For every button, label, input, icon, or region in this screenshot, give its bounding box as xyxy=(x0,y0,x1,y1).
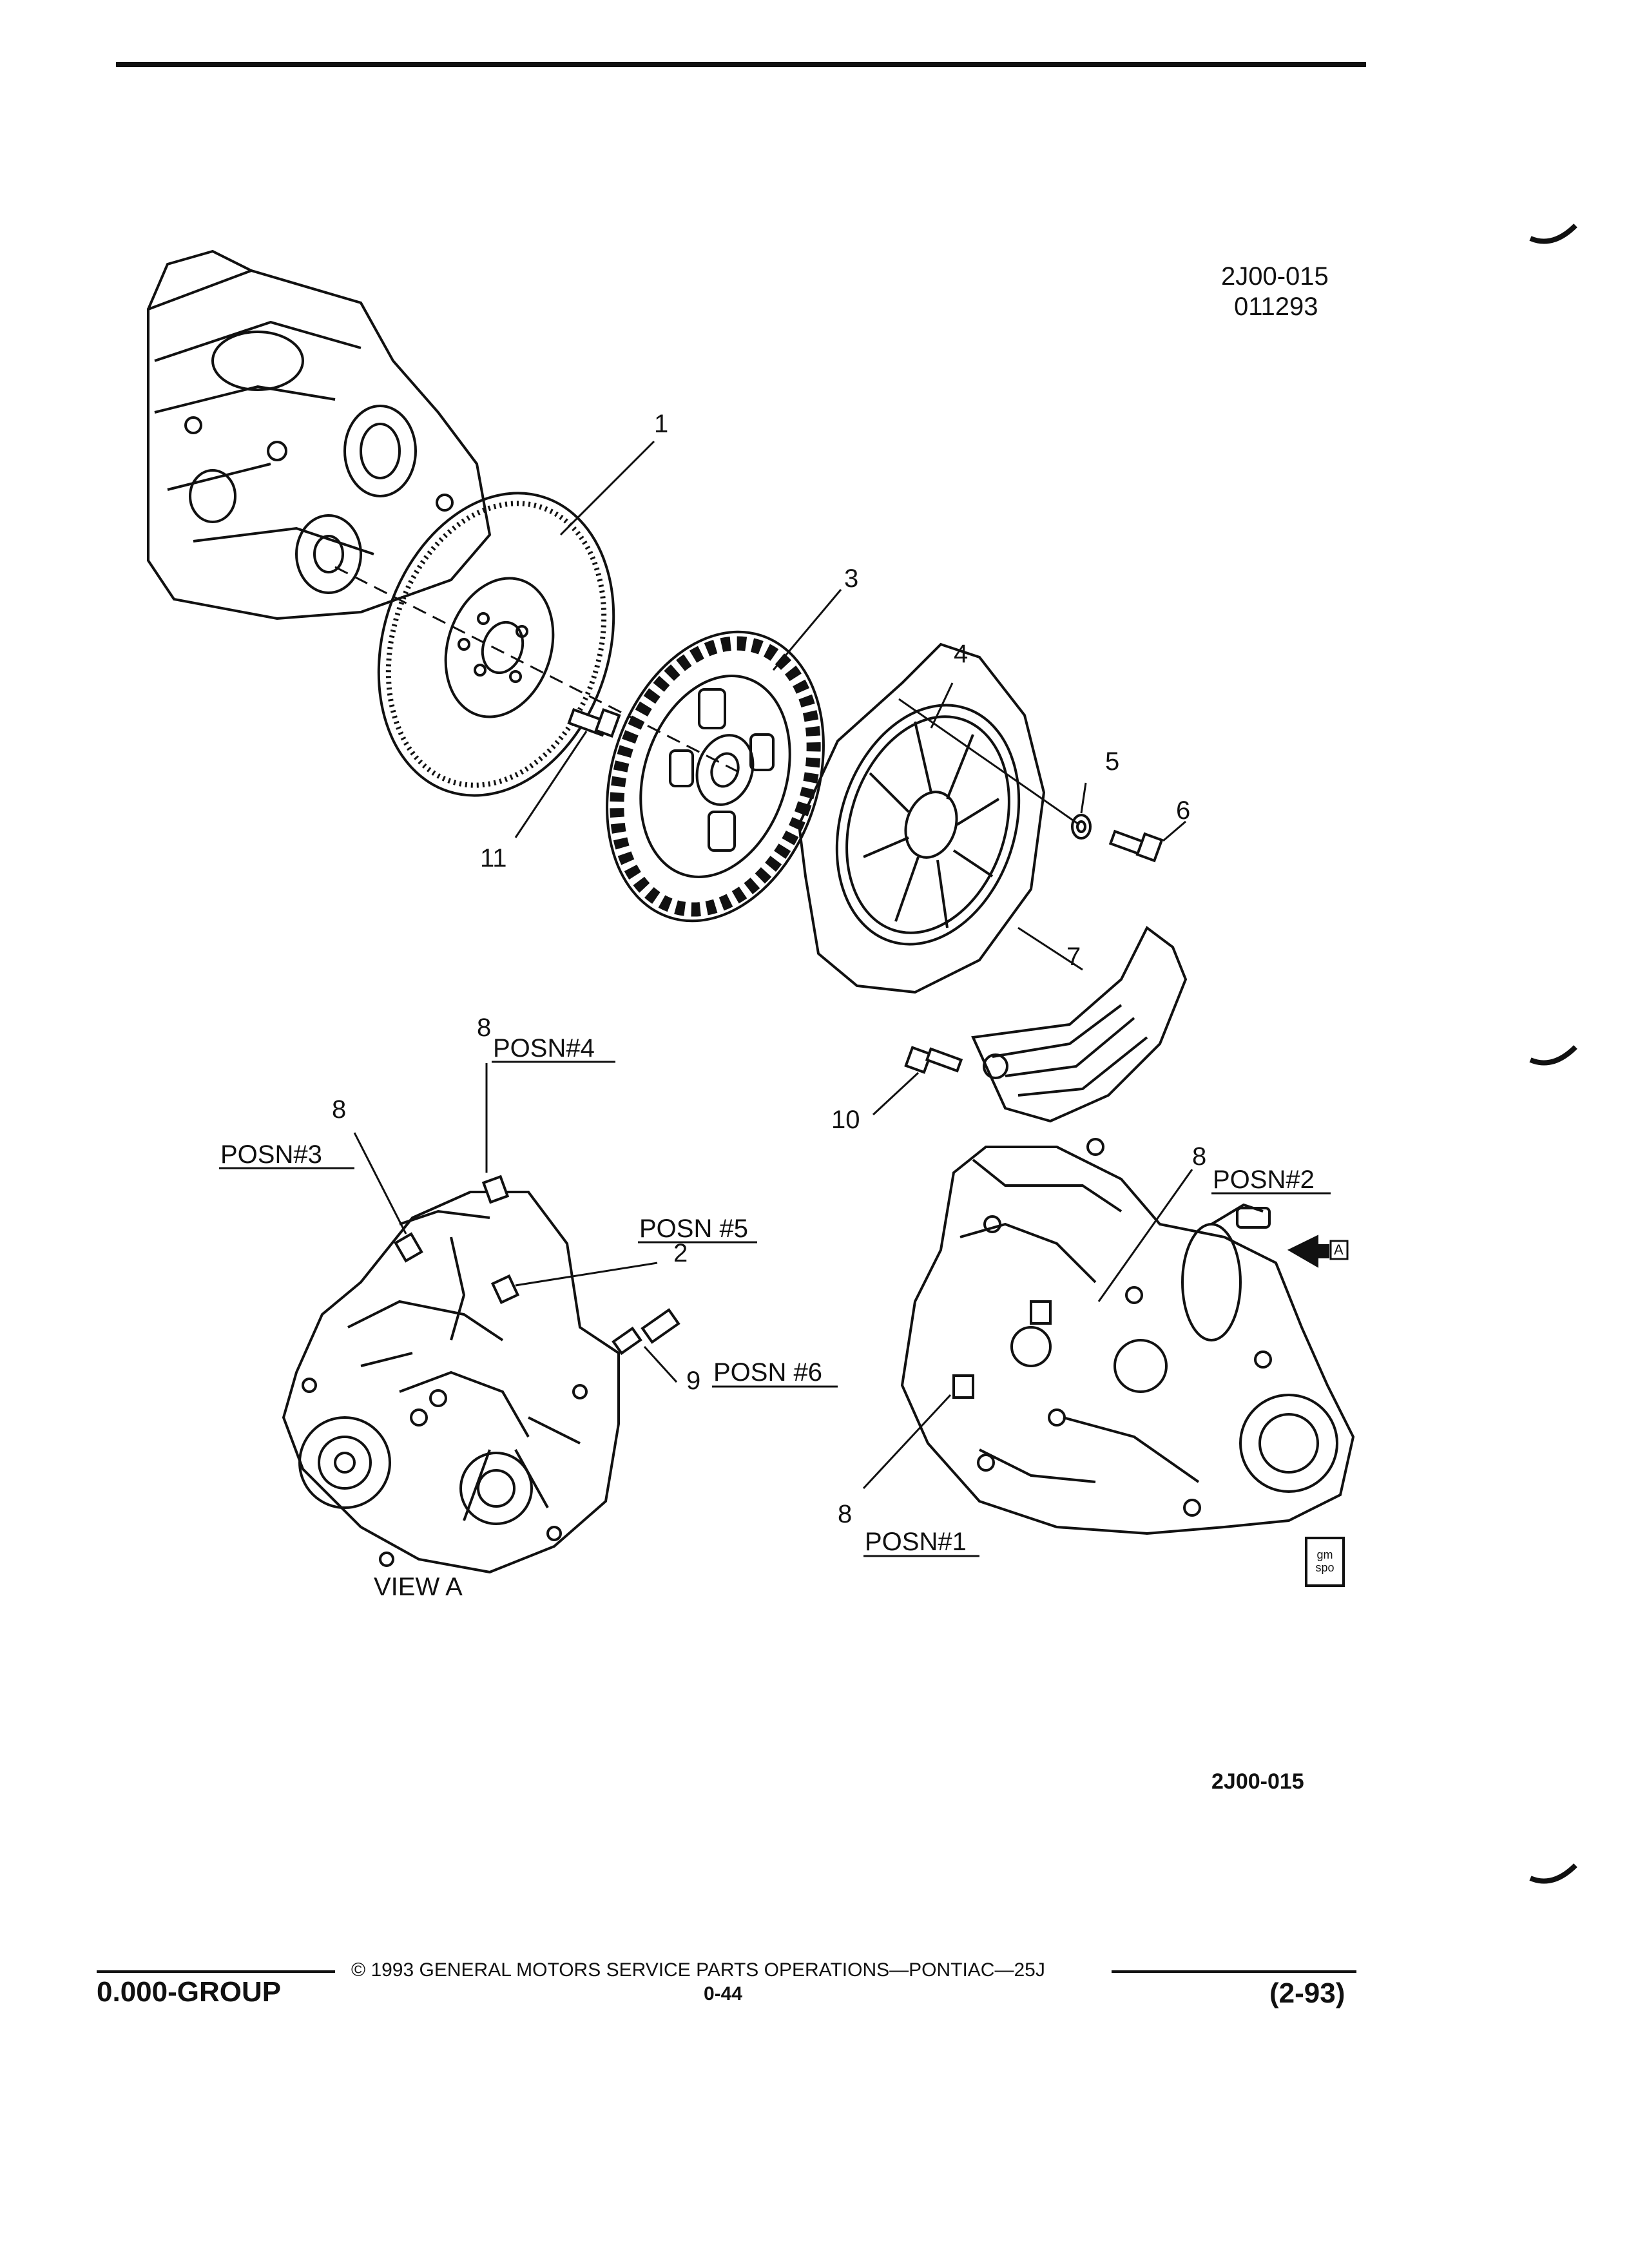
logo-gm-text: gm xyxy=(1316,1548,1333,1561)
posn-3-label: POSN#3 xyxy=(220,1140,322,1169)
plate-bolt-centerline xyxy=(898,698,1080,826)
posn-underlines xyxy=(219,1061,1331,1557)
callout-11: 11 xyxy=(480,844,507,872)
clutch-disc xyxy=(606,630,825,923)
leader-lines-right xyxy=(862,1169,1193,1490)
binding-mark-2 xyxy=(1529,1045,1577,1066)
bolt-6 xyxy=(1108,829,1164,863)
footer-copyright: © 1993 GENERAL MOTORS SERVICE PARTS OPER… xyxy=(351,1959,1045,1981)
posn-6-label: POSN #6 xyxy=(713,1358,822,1387)
callout-6: 6 xyxy=(1176,796,1191,825)
pressure-plate xyxy=(797,642,1046,994)
leader-lines-top xyxy=(514,440,1186,1116)
engine-block xyxy=(147,249,492,620)
footer-group: 0.000-GROUP xyxy=(97,1976,282,2008)
figure-date-code: 011293 xyxy=(1234,293,1318,321)
flywheel xyxy=(377,492,615,797)
gm-spo-logo: gm spo xyxy=(1305,1537,1345,1587)
logo-spo-text: spo xyxy=(1315,1561,1335,1574)
bolt-11 xyxy=(567,707,621,738)
callout-5: 5 xyxy=(1105,747,1120,776)
view-a-box xyxy=(1329,1240,1349,1260)
sensor-9 xyxy=(612,1308,680,1356)
bolt-10 xyxy=(904,1046,963,1074)
transaxle-right xyxy=(900,1138,1355,1535)
binding-mark-1 xyxy=(1529,224,1577,244)
flywheel-centerline xyxy=(334,566,742,774)
view-a-label: VIEW A xyxy=(374,1573,463,1601)
callout-1: 1 xyxy=(654,410,669,438)
bolts-view-a xyxy=(394,1175,520,1305)
figure-code: 2J00-015 xyxy=(1221,262,1329,291)
washer-5 xyxy=(1071,814,1092,840)
callout-10: 10 xyxy=(831,1106,860,1134)
binding-mark-3 xyxy=(1529,1863,1577,1884)
posn-4-label: POSN#4 xyxy=(493,1034,595,1062)
footer-page-number: 0-44 xyxy=(704,1983,743,2004)
callout-8-posn1: 8 xyxy=(838,1500,853,1528)
callout-9: 9 xyxy=(686,1367,701,1395)
callout-8-posn4: 8 xyxy=(477,1014,492,1042)
callout-8-posn2: 8 xyxy=(1192,1142,1207,1171)
transaxle-view-a xyxy=(282,1191,620,1574)
leader-lines-view-a xyxy=(353,1063,678,1383)
callout-8-posn3: 8 xyxy=(332,1095,347,1124)
callout-7: 7 xyxy=(1066,943,1081,971)
footer-revision: (2-93) xyxy=(1269,1977,1345,2009)
view-a-arrow xyxy=(1287,1235,1329,1268)
posn-2-label: POSN#2 xyxy=(1213,1166,1315,1194)
callout-3: 3 xyxy=(844,564,859,593)
bolts-right xyxy=(952,1300,1052,1399)
callout-2: 2 xyxy=(673,1239,688,1267)
view-a-marker: A xyxy=(1334,1242,1344,1258)
posn-5-label: POSN #5 xyxy=(639,1215,748,1243)
dust-cover-7 xyxy=(971,925,1188,1123)
callout-4: 4 xyxy=(954,640,969,668)
bottom-figure-code: 2J00-015 xyxy=(1211,1769,1304,1794)
posn-1-label: POSN#1 xyxy=(865,1528,967,1556)
